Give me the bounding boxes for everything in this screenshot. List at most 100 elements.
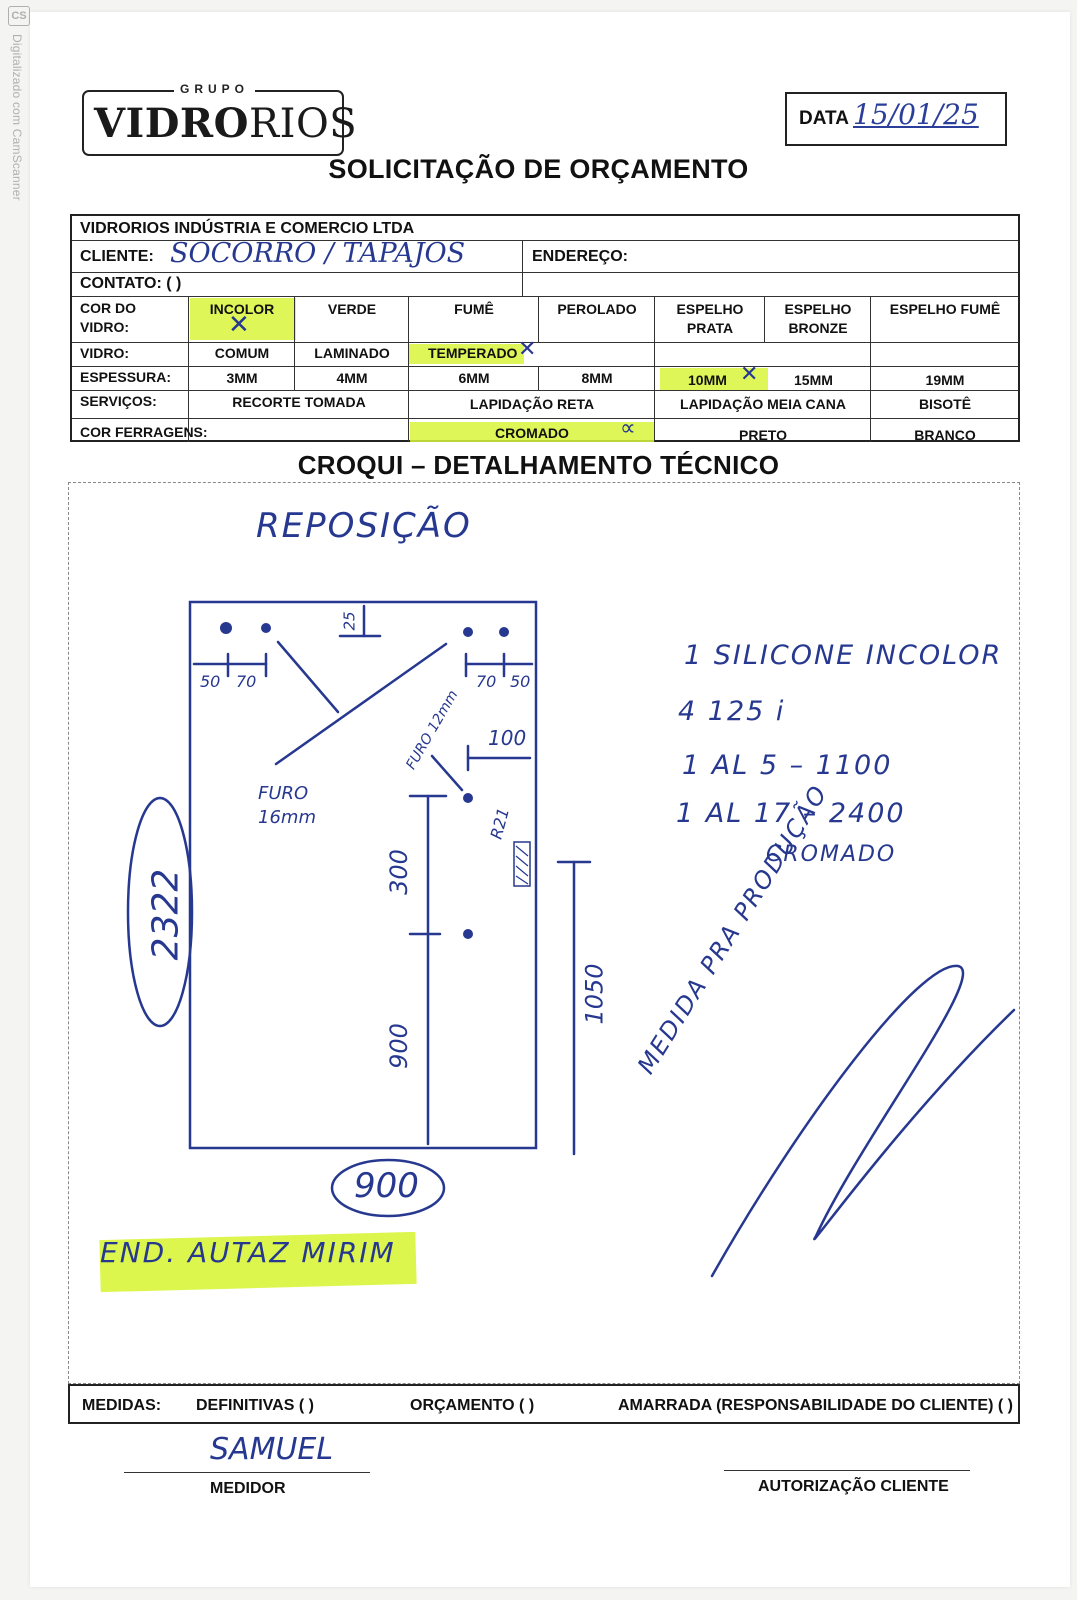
hole-leader-line	[430, 754, 464, 792]
client-signature-line	[724, 1470, 970, 1471]
selected-check-mark: ✕	[228, 310, 250, 340]
dimension-height-2322: 2322	[145, 868, 187, 961]
hardware-color-label: COR FERRAGENS:	[80, 424, 208, 440]
thickness-8mm: 8MM	[581, 370, 613, 386]
measures-tied: AMARRADA (RESPONSABILIDADE DO CLIENTE) (…	[618, 1397, 1013, 1414]
dimension-100: 100	[488, 726, 527, 750]
company-name: VIDRORIOS INDÚSTRIA E COMERCIO LTDA	[80, 220, 415, 237]
sketch-heading: REPOSIÇÃO	[256, 506, 472, 546]
measurer-signature: SAMUEL	[210, 1432, 334, 1467]
dimension-1050: 1050	[580, 963, 609, 1025]
thickness-10mm: 10MM	[688, 372, 727, 388]
hole-marker	[463, 627, 473, 637]
document-page	[30, 12, 1070, 1587]
selected-check-mark: ✕	[740, 362, 759, 387]
logo-group-label: GRUPO	[174, 82, 256, 96]
measures-label: MEDIDAS:	[82, 1397, 162, 1414]
hardware-preto: PRETO	[739, 427, 787, 443]
service-bisote: BISOTÊ	[918, 396, 972, 412]
hole-marker	[220, 622, 232, 634]
contact-label: CONTATO: ( )	[80, 275, 182, 292]
material-items-note: CROMADO	[766, 842, 897, 867]
material-item-4: 1 AL 17 – 2400	[676, 798, 906, 829]
color-option-incolor: INCOLOR	[209, 301, 275, 317]
thickness-6mm: 6MM	[458, 370, 490, 386]
service-recorte-tomada: RECORTE TOMADA	[232, 394, 366, 410]
glass-type-label: VIDRO:	[80, 345, 129, 361]
thickness-label: ESPESSURA:	[80, 369, 172, 385]
type-option-laminado: LAMINADO	[314, 345, 390, 361]
address-note: END. AUTAZ MIRIM	[100, 1236, 396, 1269]
hole-marker	[261, 623, 271, 633]
sketch-title: CROQUI – DETALHAMENTO TÉCNICO	[297, 450, 780, 480]
logo-brand-bold: VIDRO	[94, 100, 250, 147]
client-label: CLIENTE:	[80, 248, 154, 265]
color-option-espelho-prata: ESPELHO PRATA	[676, 301, 744, 336]
service-lapidacao-meia-cana: LAPIDAÇÃO MEIA CANA	[680, 396, 846, 412]
hole-marker	[463, 929, 473, 939]
width-ellipse	[330, 1158, 446, 1218]
color-option-verde: VERDE	[327, 301, 377, 317]
hole-marker	[499, 627, 509, 637]
color-option-espelho-bronze: ESPELHO BRONZE	[784, 301, 852, 336]
thickness-3mm: 3MM	[226, 370, 258, 386]
date-value: 15/01/25	[853, 98, 979, 131]
type-option-comum: COMUM	[214, 345, 270, 361]
hole-label-16mm: FURO 16mm	[258, 783, 316, 828]
services-label: SERVIÇOS:	[80, 393, 157, 409]
order-form-table: VIDRORIOS INDÚSTRIA E COMERCIO LTDA CLIE…	[70, 214, 1020, 443]
logo-brand: VIDRORIOS	[94, 100, 357, 147]
material-item-1: 1 SILICONE INCOLOR	[684, 640, 1003, 671]
dimension-900-vertical: 900	[384, 1023, 413, 1069]
thickness-15mm: 15MM	[794, 372, 833, 388]
measures-definitive: DEFINITIVAS ( )	[196, 1397, 314, 1414]
camscanner-badge: CS	[8, 6, 30, 26]
highlight-temperado	[408, 344, 524, 364]
form-title: SOLICITAÇÃO DE ORÇAMENTO	[328, 154, 749, 184]
dimension-50-right: 50	[510, 672, 531, 691]
sketch-area	[68, 482, 1020, 1384]
thickness-19mm: 19MM	[925, 372, 965, 388]
color-option-espelho-fume: ESPELHO FUMÊ	[889, 301, 1001, 317]
camscanner-text: Digitalizado com CamScanner	[10, 34, 24, 201]
measures-row: MEDIDAS: DEFINITIVAS ( ) ORÇAMENTO ( ) A…	[68, 1384, 1020, 1424]
date-box: DATA 15/01/25	[785, 92, 1007, 146]
client-value: SOCORRO / TAPAJOS	[170, 238, 466, 269]
dimension-50-left: 50	[200, 672, 221, 691]
address-label: ENDEREÇO:	[532, 248, 629, 265]
measurer-label: MEDIDOR	[210, 1480, 286, 1497]
selected-check-mark: ∝	[620, 416, 636, 441]
selected-check-mark: ✕	[518, 337, 537, 362]
camscanner-watermark: CS Digitalizado com CamScanner	[8, 6, 30, 266]
company-logo: GRUPO VIDRORIOS	[82, 82, 357, 156]
color-option-fume: FUMÊ	[454, 301, 494, 317]
highlight-cromado	[410, 422, 654, 442]
color-option-perolado: PEROLADO	[557, 301, 637, 317]
client-authorization-label: AUTORIZAÇÃO CLIENTE	[758, 1478, 949, 1495]
type-option-temperado: TEMPERADO	[428, 345, 518, 361]
thickness-4mm: 4MM	[336, 370, 368, 386]
hole-marker	[463, 793, 473, 803]
measurer-signature-line	[124, 1472, 370, 1473]
material-item-3: 1 AL 5 – 1100	[682, 750, 893, 781]
hole-leader-line	[276, 640, 340, 714]
hole-leader-line	[274, 642, 448, 766]
measures-quote: ORÇAMENTO ( )	[410, 1397, 535, 1414]
dimension-300: 300	[384, 849, 413, 895]
dimension-70-left: 70	[236, 672, 257, 691]
height-ellipse	[126, 796, 194, 1028]
material-item-2: 4 125 i	[678, 696, 786, 727]
logo-brand-light: RIOS	[249, 101, 358, 147]
highlight-10mm	[660, 368, 768, 390]
date-label: DATA	[799, 108, 849, 129]
hardware-branco: BRANCO	[914, 427, 976, 443]
highlight-incolor	[190, 298, 296, 340]
hardware-cromado: CROMADO	[495, 425, 569, 441]
production-arrow-stroke	[710, 964, 1016, 1278]
dimension-width-900: 900	[354, 1166, 419, 1206]
glass-color-label: COR DO VIDRO:	[80, 300, 136, 335]
dimension-25: 25	[340, 611, 359, 631]
service-lapidacao-reta: LAPIDAÇÃO RETA	[469, 396, 595, 412]
dimension-70-right: 70	[476, 672, 497, 691]
